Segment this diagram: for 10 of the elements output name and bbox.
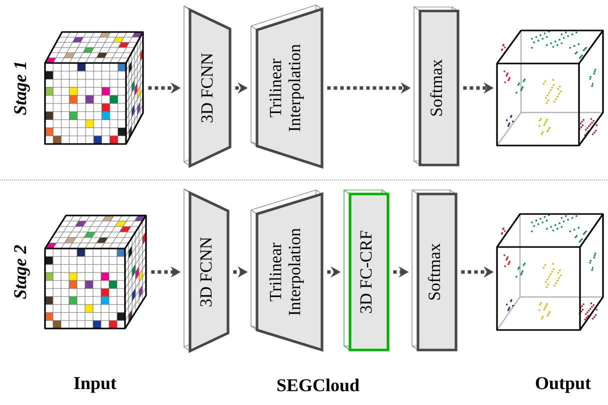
- column-label: Output: [536, 377, 591, 393]
- voxel-grid-cube: [44, 31, 144, 145]
- point-cloud-cube: [496, 213, 604, 331]
- layer-block: Softmax: [414, 6, 460, 166]
- layer-block: Softmax: [412, 190, 458, 352]
- layer-block: 3D FC-CRF: [344, 190, 390, 352]
- voxel-grid-cube: [44, 214, 147, 330]
- point-cloud-cube: [496, 30, 604, 146]
- column-label: SEGCloud: [277, 378, 360, 392]
- column-label: Input: [74, 377, 116, 393]
